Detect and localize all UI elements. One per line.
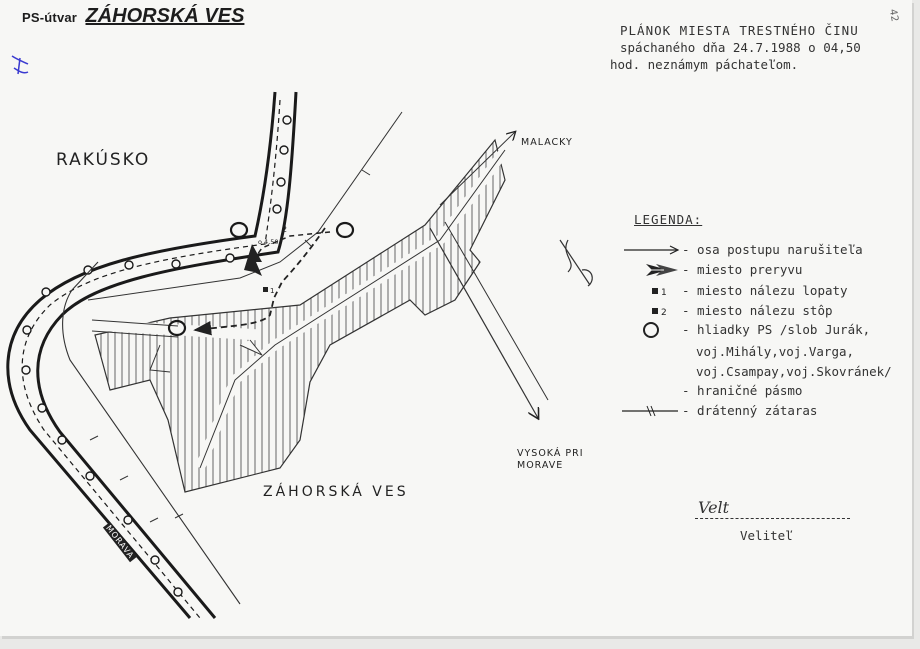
- legend-text: - hraničné pásmo: [682, 383, 803, 398]
- legend-text: - miesto preryvu: [682, 262, 803, 277]
- ink-mark: [11, 55, 29, 75]
- arrow-line-icon: [624, 245, 680, 255]
- road-to-vysoka: [429, 227, 538, 418]
- legend-text: - hliadky PS /slob Jurák,: [682, 322, 871, 337]
- legend-item-tracks: 2 - miesto nálezu stôp: [620, 301, 910, 321]
- shovel-marker: [263, 287, 268, 292]
- border-dashed-inner: [21, 99, 281, 619]
- compass-scribble: [559, 239, 593, 287]
- unit-stamp-label: PS-útvar: [22, 10, 78, 25]
- legend-item-breach: - miesto preryvu: [620, 260, 910, 280]
- patrol-positions: [167, 221, 355, 337]
- document-title: PLÁNOK MIESTA TRESTNÉHO ČINU spáchaného …: [600, 22, 900, 73]
- document-sheet: o 4,50 1 2 PS-útvar ZÁHORSKÁ VES 42 PLÁN…: [0, 0, 912, 636]
- destination-malacky: MALACKY: [521, 137, 573, 148]
- border-inner-line: [36, 91, 298, 619]
- svg-text:1: 1: [270, 287, 274, 295]
- wire-fence: [62, 261, 241, 605]
- marker-2-icon: 2: [652, 308, 667, 318]
- breach-marker: [244, 244, 262, 276]
- signature-role: Veliteľ: [740, 528, 793, 543]
- legend-item-patrols: - hliadky PS /slob Jurák,: [620, 320, 910, 340]
- signature-line: [695, 518, 850, 519]
- legend-item-zone: - hraničné pásmo: [620, 381, 910, 401]
- legend-item-shovel: 1 - miesto nálezu lopaty: [620, 281, 910, 301]
- unit-stamp-name: ZÁHORSKÁ VES: [85, 5, 245, 27]
- legend-item-fence: - drátenný zátaras: [620, 401, 910, 421]
- marker-1-icon: 1: [652, 288, 667, 298]
- title-line-2: spáchaného dňa 24.7.1988 o 04,50: [620, 40, 861, 55]
- fence-ticks: [89, 435, 184, 523]
- unit-stamp: PS-útvar ZÁHORSKÁ VES: [22, 5, 244, 28]
- signature: Velt: [698, 498, 730, 517]
- page-number: 42: [886, 8, 900, 23]
- destination-vysoka: VYSOKÁ PRI MORAVE: [517, 448, 617, 472]
- destination-vysoka-line-2: MORAVE: [517, 460, 564, 471]
- legend-text: - osa postupu narušiteľa: [682, 242, 863, 257]
- legend-text: - drátenný zátaras: [682, 403, 818, 418]
- border-outer-line: [6, 91, 277, 619]
- village-area: [94, 138, 506, 493]
- title-line-3: hod. neznámym páchateľom.: [610, 57, 799, 72]
- circle-icon: [643, 322, 659, 338]
- title-line-1: PLÁNOK MIESTA TRESTNÉHO ČINU: [620, 23, 859, 38]
- road-lower-left: [91, 319, 261, 341]
- legend-text: - miesto nálezu lopaty: [682, 283, 848, 298]
- time-note: o 4,50: [258, 238, 279, 246]
- fence-diagonal-top: [87, 111, 403, 301]
- country-label: RAKÚSKO: [56, 150, 151, 170]
- destination-vysoka-line-1: VYSOKÁ PRI: [517, 448, 584, 459]
- intruder-path: [193, 227, 326, 336]
- legend-heading: LEGENDA:: [634, 212, 703, 227]
- village-label: ZÁHORSKÁ VES: [263, 484, 409, 500]
- border-posts: [21, 115, 292, 597]
- legend-continuation: voj.Mihály,voj.Varga,: [696, 344, 855, 359]
- crime-scene-map: o 4,50 1 2: [6, 55, 593, 619]
- border-zone: [6, 91, 298, 619]
- svg-text:2: 2: [282, 225, 287, 234]
- svg-text:1: 1: [661, 288, 667, 298]
- legend-text: - miesto nálezu stôp: [682, 303, 833, 318]
- breach-arrow-icon: [640, 264, 678, 276]
- fence-line-icon: [622, 405, 678, 417]
- svg-text:2: 2: [661, 308, 667, 318]
- legend-item-path: - osa postupu narušiteľa: [620, 240, 910, 260]
- legend-continuation: voj.Csampay,voj.Skovránek/: [696, 364, 892, 379]
- malacky-direction: [439, 132, 515, 206]
